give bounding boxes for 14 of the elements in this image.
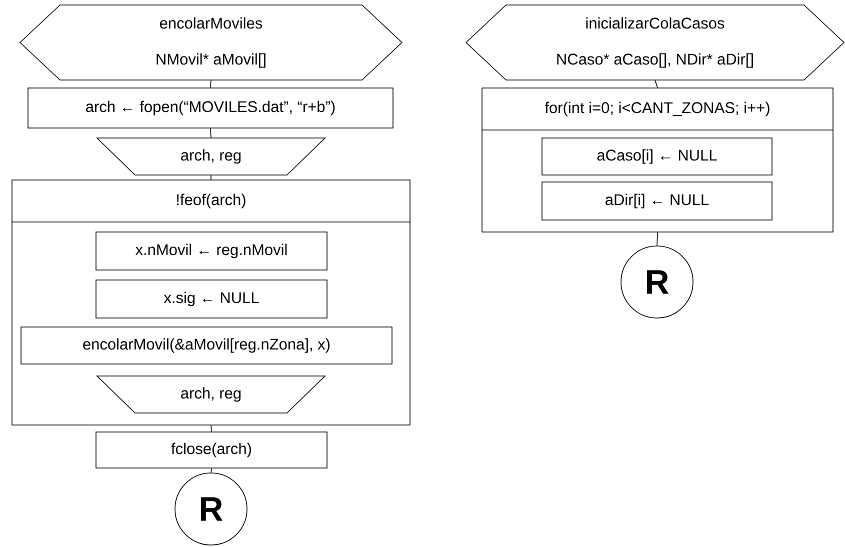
process-box: x.nMovil ← reg.nMovil (96, 232, 328, 270)
connector-line (654, 80, 658, 88)
process-box: aCaso[i] ← NULL (542, 138, 772, 176)
connector-line (210, 128, 212, 138)
connector-line (210, 468, 212, 473)
connector-line (656, 232, 658, 246)
connector-line (210, 80, 212, 88)
connector-line (210, 425, 212, 432)
process-box: encolarMovil(&aMovil[reg.nZona], x) (20, 326, 392, 364)
process-box: x.sig ← NULL (96, 280, 328, 318)
connector-line (210, 175, 212, 180)
process-box: aDir[i] ← NULL (542, 182, 772, 220)
process-box: arch ← fopen(“MOVILES.dat”, “r+b”) (28, 88, 394, 128)
process-box: fclose(arch) (96, 432, 328, 468)
